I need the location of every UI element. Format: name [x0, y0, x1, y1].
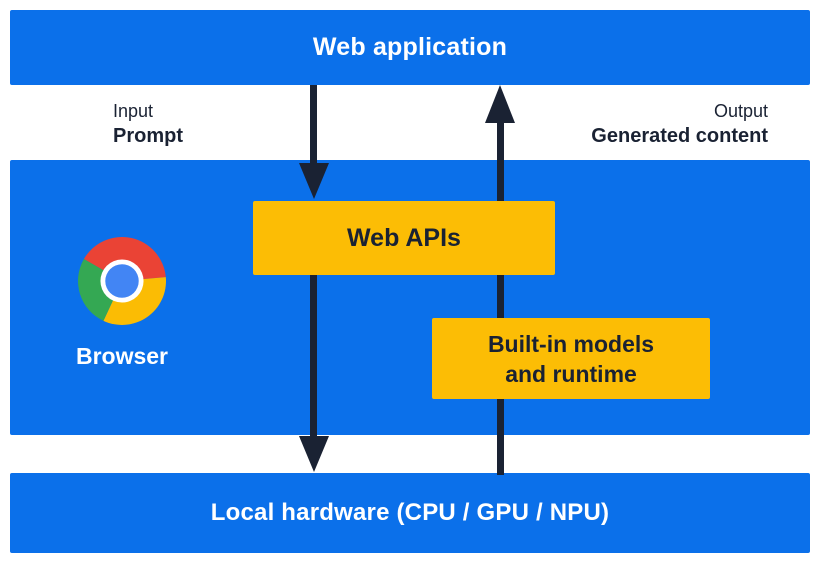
output-caption: Output — [713, 101, 768, 121]
input-caption: Input — [113, 101, 154, 121]
web-application-label: Web application — [312, 33, 508, 61]
input-arrowhead-into-web-apis — [299, 163, 329, 199]
input-arrowhead-into-hardware — [299, 436, 329, 472]
web-apis-label: Web APIs — [347, 223, 461, 252]
output-value: Generated content — [591, 125, 768, 147]
browser-label: Browser — [75, 343, 169, 369]
output-label-block: Output Generated content — [591, 99, 768, 150]
web-application-bar: Web application — [10, 10, 810, 85]
input-label-block: Input Prompt — [113, 99, 183, 150]
web-apis-box: Web APIs — [253, 201, 555, 275]
input-arrow-line-bottom — [310, 201, 317, 441]
input-arrow-line-top — [310, 85, 317, 167]
built-in-models-label-line2: and runtime — [505, 360, 637, 387]
local-hardware-label: Local hardware (CPU / GPU / NPU) — [210, 499, 610, 526]
built-in-models-label-line1: Built-in models — [487, 330, 655, 357]
output-arrow-line — [497, 120, 504, 475]
chrome-logo-icon — [78, 237, 166, 325]
local-hardware-bar: Local hardware (CPU / GPU / NPU) — [10, 473, 810, 553]
built-in-models-box: Built-in models and runtime — [432, 318, 710, 399]
input-value: Prompt — [113, 125, 183, 147]
output-arrowhead-into-web-app — [485, 85, 515, 123]
